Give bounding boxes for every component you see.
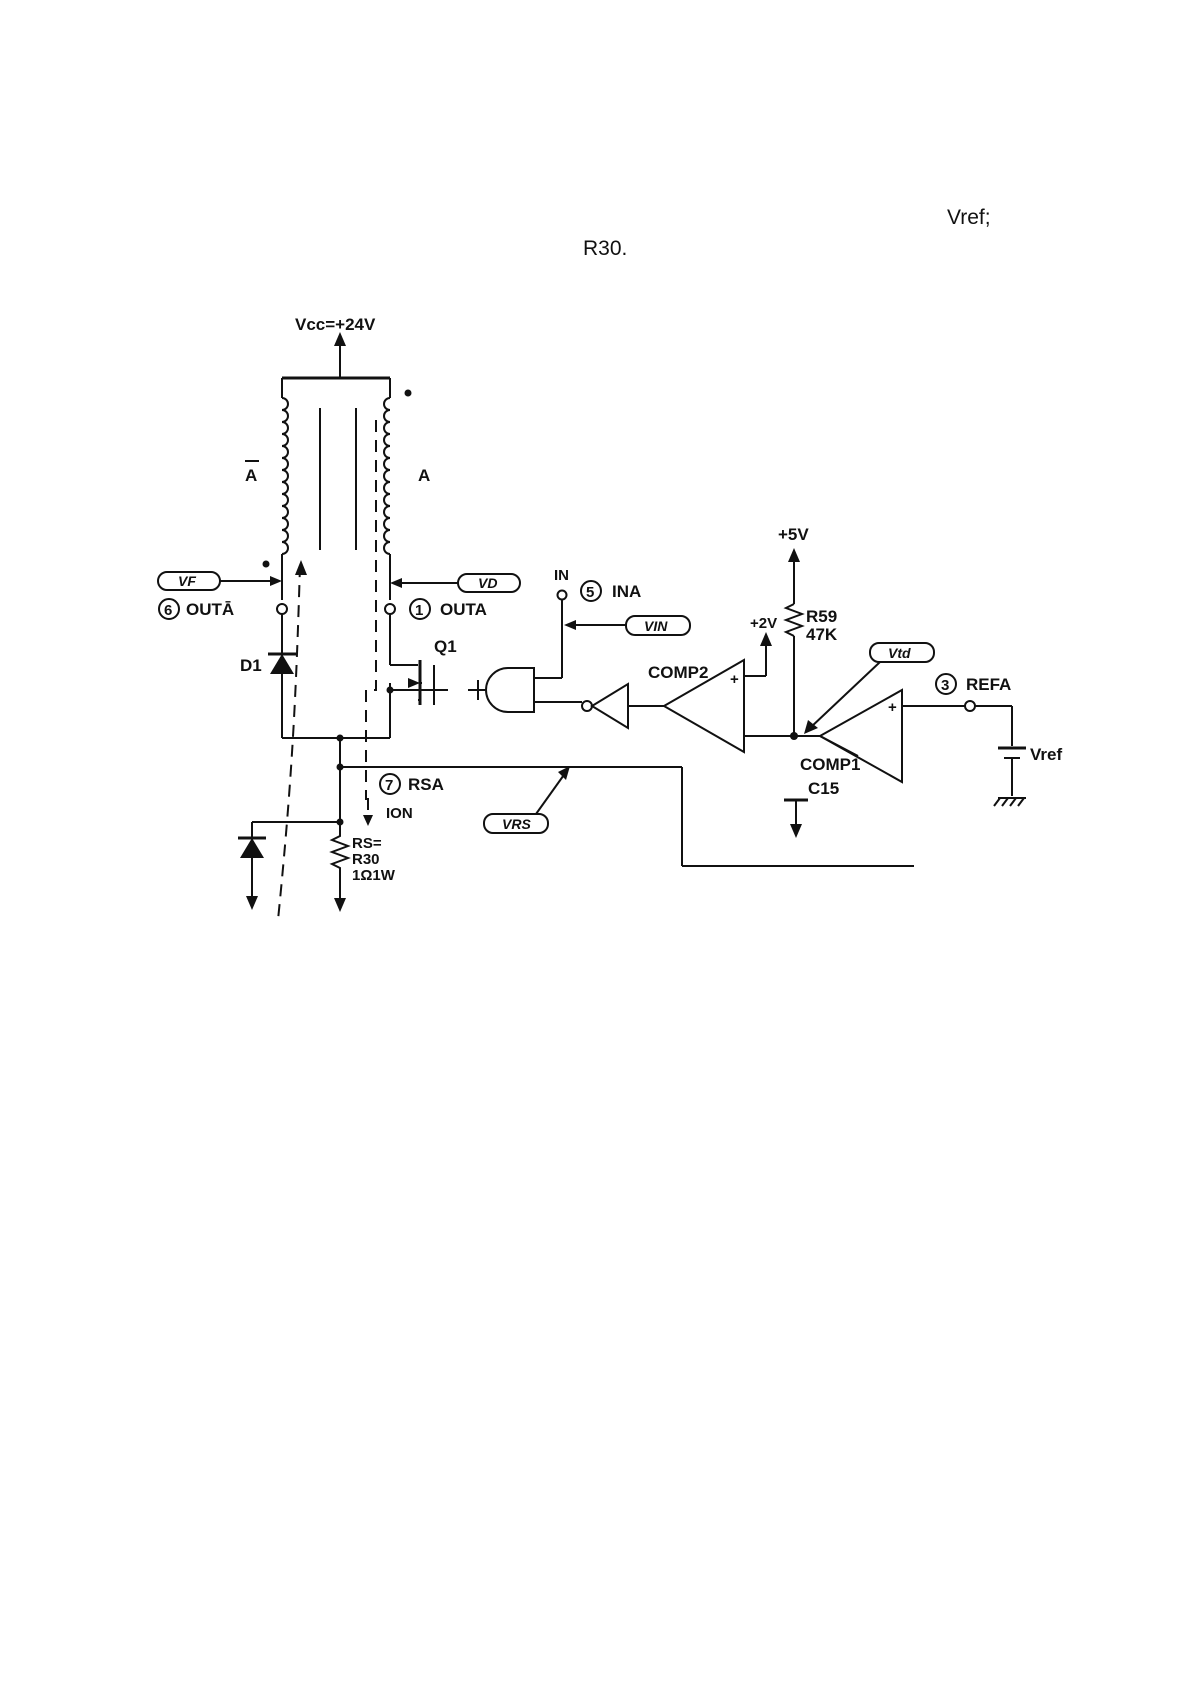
vrs-arrowhead (558, 766, 570, 780)
vref-label: Vref (1030, 745, 1062, 764)
coil-a-winding (384, 398, 390, 554)
current-path-arrowhead (295, 560, 307, 575)
c15-label: C15 (808, 779, 839, 798)
v5-label: +5V (778, 525, 809, 544)
pin3-label: REFA (966, 675, 1011, 694)
vrs-tag: VRS (502, 816, 531, 832)
inverter (592, 684, 628, 728)
comp2-plus: + (730, 671, 739, 688)
q1-arrow (408, 678, 420, 688)
r59-label: R59 (806, 607, 837, 626)
pin6-label: OUTĀ (186, 600, 234, 619)
ground-hatch-2 (1002, 798, 1008, 806)
vd-tag: VD (478, 575, 497, 591)
diode2 (240, 838, 264, 858)
ground-hatch-4 (1018, 798, 1024, 806)
pin7-number: 7 (385, 777, 393, 794)
d1-label: D1 (240, 656, 262, 675)
ground-hatch-3 (1010, 798, 1016, 806)
vf-tag: VF (178, 573, 196, 589)
supply-arrow (334, 332, 346, 346)
vd-arrowhead (390, 578, 402, 588)
in-label: IN (554, 567, 569, 584)
rs-label-3: 1Ω1W (352, 867, 396, 884)
d1-diode (270, 654, 294, 674)
coil-a-bar-winding (282, 398, 288, 554)
pin6-number: 6 (164, 602, 172, 619)
pin1-label: OUTA (440, 600, 487, 619)
in-terminal (558, 591, 567, 600)
v2-arrow (760, 632, 772, 646)
pin5-label: INA (612, 582, 641, 601)
vin-arrowhead (564, 620, 576, 630)
rs-resistor (332, 822, 348, 908)
r59-resistor (786, 604, 802, 636)
ground-hatch-1 (994, 798, 1000, 806)
comp1-label: COMP1 (800, 755, 860, 774)
pin6-terminal (277, 604, 287, 614)
vf-arrowhead (270, 576, 282, 586)
ion-arrowhead (363, 815, 373, 826)
vrs-arrow-line (536, 772, 566, 814)
vtd-tag: Vtd (888, 645, 911, 661)
q1-label: Q1 (434, 637, 457, 656)
ion-label: ION (386, 805, 413, 822)
c15-ground-arrow (790, 824, 802, 838)
rs-ground-arrow (334, 898, 346, 912)
refa-terminal (965, 701, 975, 711)
current-path-dashed-right (366, 420, 376, 800)
pin1-terminal (385, 604, 395, 614)
and-gate (486, 668, 534, 712)
pin1-number: 1 (415, 602, 423, 619)
vtd-arrow-line (810, 662, 880, 728)
comp2-label: COMP2 (648, 663, 708, 682)
coil-a-bar-label: A (245, 466, 257, 485)
r59-value: 47K (806, 625, 838, 644)
diode2-ground-arrow (246, 896, 258, 910)
rs-label-2: R30 (352, 851, 380, 868)
pin3-number: 3 (941, 677, 949, 694)
polarity-dot-top (405, 390, 412, 397)
v2-label: +2V (750, 615, 777, 632)
coil-a-label: A (418, 466, 430, 485)
polarity-dot-bottom (263, 561, 270, 568)
comp1-plus: + (888, 699, 897, 716)
rs-label-1: RS= (352, 835, 382, 852)
vin-tag: VIN (644, 618, 668, 634)
comp1-out-lead (820, 736, 858, 756)
supply-label: Vcc=+24V (295, 315, 376, 334)
pin5-number: 5 (586, 584, 594, 601)
pin7-label: RSA (408, 775, 444, 794)
